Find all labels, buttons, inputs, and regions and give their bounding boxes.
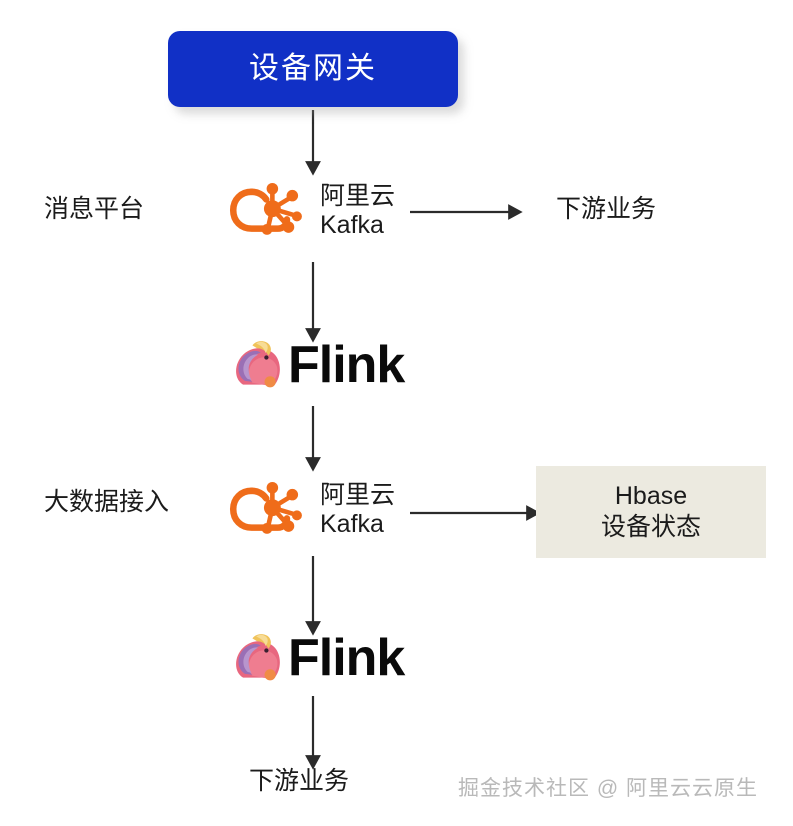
flink-label-bottom: Flink	[288, 629, 405, 687]
device-gateway-label: 设备网关	[249, 52, 377, 85]
downstream-business-right: 下游业务	[556, 195, 657, 223]
aliyun-kafka-label-top: 阿里云 Kafka	[320, 182, 395, 241]
hbase-label-line1: Hbase	[614, 481, 688, 510]
device-gateway-node[interactable]: 设备网关	[168, 31, 458, 107]
aliyun-kafka-cloud-icon	[229, 182, 302, 235]
hbase-label-line2: 设备状态	[600, 513, 701, 541]
hbase-node[interactable]: Hbase 设备状态	[536, 466, 766, 558]
flink-node-top[interactable]: Flink	[230, 336, 405, 394]
flink-squirrel-icon	[236, 634, 280, 681]
kafka-label-line1: 阿里云	[320, 480, 396, 509]
row-label-big-data-ingest: 大数据接入	[44, 488, 170, 516]
downstream-business-bottom: 下游业务	[249, 767, 350, 795]
kafka-label-line2: Kafka	[320, 510, 384, 538]
kafka-label-line1: 阿里云	[320, 181, 396, 210]
flink-node-bottom[interactable]: Flink	[230, 629, 405, 687]
flink-squirrel-icon	[236, 341, 280, 388]
kafka-label-line2: Kafka	[320, 211, 384, 239]
aliyun-kafka-node-bottom[interactable]: 阿里云 Kafka	[228, 477, 395, 543]
aliyun-kafka-cloud-icon	[229, 481, 302, 534]
row-label-message-platform: 消息平台	[44, 195, 145, 223]
aliyun-kafka-node-top[interactable]: 阿里云 Kafka	[228, 178, 395, 244]
watermark-text: 掘金技术社区 @ 阿里云云原生	[458, 777, 758, 800]
flink-label-top: Flink	[288, 336, 405, 394]
aliyun-kafka-label-bottom: 阿里云 Kafka	[320, 481, 395, 540]
